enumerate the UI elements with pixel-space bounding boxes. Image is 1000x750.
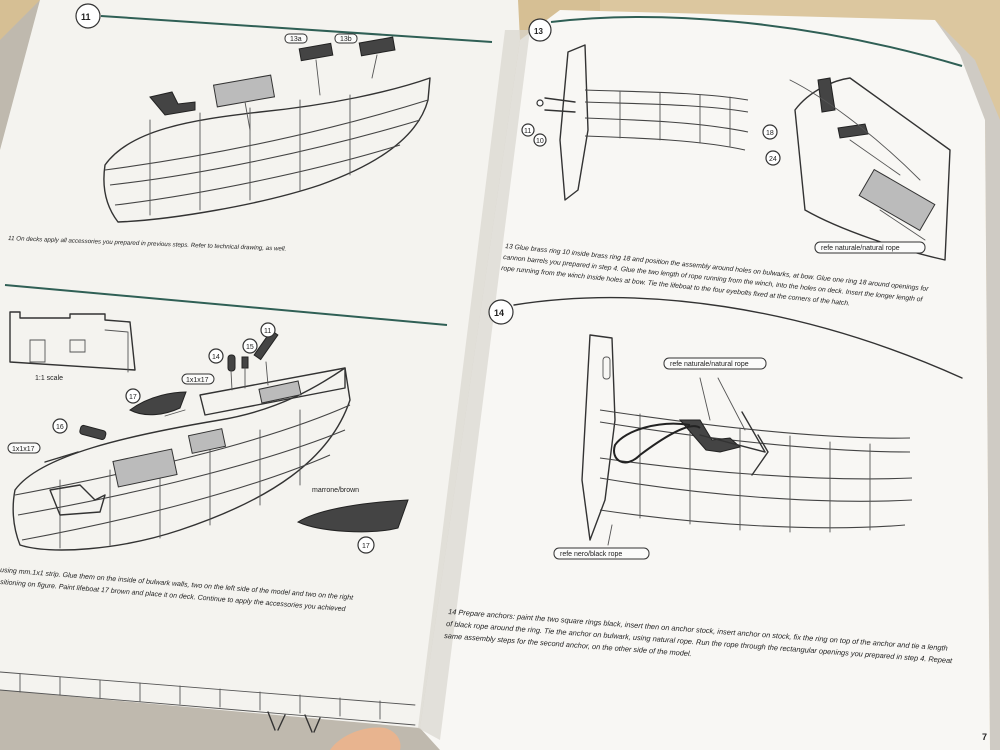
step-14-natural-rope-label: refe naturale/natural rope (670, 361, 749, 368)
part-label-11-step13: 11 (524, 128, 531, 135)
part-label-11: 11 (264, 328, 271, 335)
bow-post (559, 44, 589, 201)
part-label-18: 18 (766, 130, 774, 137)
part-label-24: 24 (769, 156, 777, 163)
anchor-fluke (751, 434, 769, 476)
part-16-shape (79, 424, 107, 441)
winch-step13 (837, 123, 869, 139)
anchor-shank (699, 434, 766, 453)
color-label-brown: marrone/brown (312, 487, 359, 494)
step-14-number: 14 (494, 308, 504, 318)
ring-pins (544, 97, 576, 113)
strip-piece (44, 451, 79, 463)
step-11-header-rule (100, 15, 493, 43)
bow-post-step14 (581, 334, 616, 541)
part-label-14: 14 (212, 354, 220, 361)
step-13-rope-label: refe naturale/natural rope (821, 245, 900, 252)
right-page-stack-edge (935, 20, 1000, 750)
grating-small (187, 428, 227, 454)
anchor-arm (741, 411, 766, 453)
part-label-strip-left: 1x1x17 (12, 446, 35, 453)
hatch-lifeboat (858, 168, 936, 232)
part-label-16: 16 (56, 424, 64, 431)
black-rope (613, 422, 701, 464)
part-label-15: 15 (246, 344, 254, 351)
part-label-13a: 13a (290, 36, 302, 43)
grating-fore (258, 380, 302, 404)
left-page (0, 0, 520, 728)
grating-large (112, 448, 178, 488)
anchor-stock (678, 419, 742, 453)
step-11-number: 11 (81, 12, 91, 22)
capstan (49, 484, 106, 516)
window-part (241, 356, 249, 369)
part-label-17-small: 17 (129, 394, 137, 401)
part-label-17-large: 17 (362, 543, 370, 550)
ship-hull-step12 (12, 367, 351, 551)
step-13-header-rule (550, 16, 963, 67)
scale-drawing (9, 311, 136, 371)
forecastle (199, 367, 346, 416)
winch-step11 (149, 91, 196, 116)
step-13-number: 13 (534, 27, 543, 36)
left-page-tick-strip (0, 671, 416, 733)
lifeboat-brown (296, 499, 409, 533)
part-13b-shape (358, 36, 396, 57)
scissors-mark-2 (304, 714, 321, 733)
grating-step11 (212, 74, 276, 108)
deck-view (794, 77, 951, 261)
page-number: 7 (982, 732, 987, 742)
right-page (420, 10, 990, 750)
thumb (330, 727, 401, 750)
step-12-header-rule (4, 284, 448, 326)
step-11-badge (75, 3, 101, 29)
scale-label: 1:1 scale (35, 375, 63, 382)
step-14-header-rule (513, 297, 963, 379)
part-label-10: 10 (536, 138, 544, 145)
bow-slot (602, 356, 611, 380)
door-part (227, 354, 236, 372)
spine-shadow (418, 30, 530, 740)
part-label-strip-upper: 1x1x17 (186, 377, 209, 384)
small-lifeboat (129, 391, 187, 416)
scissors-mark-1 (267, 711, 286, 731)
ship-hull-step11 (103, 77, 431, 223)
part-label-13b: 13b (340, 36, 352, 43)
step-14-black-rope-label: refe nero/black rope (560, 551, 622, 558)
stem-post (817, 77, 836, 113)
part-13a-shape (298, 42, 334, 62)
